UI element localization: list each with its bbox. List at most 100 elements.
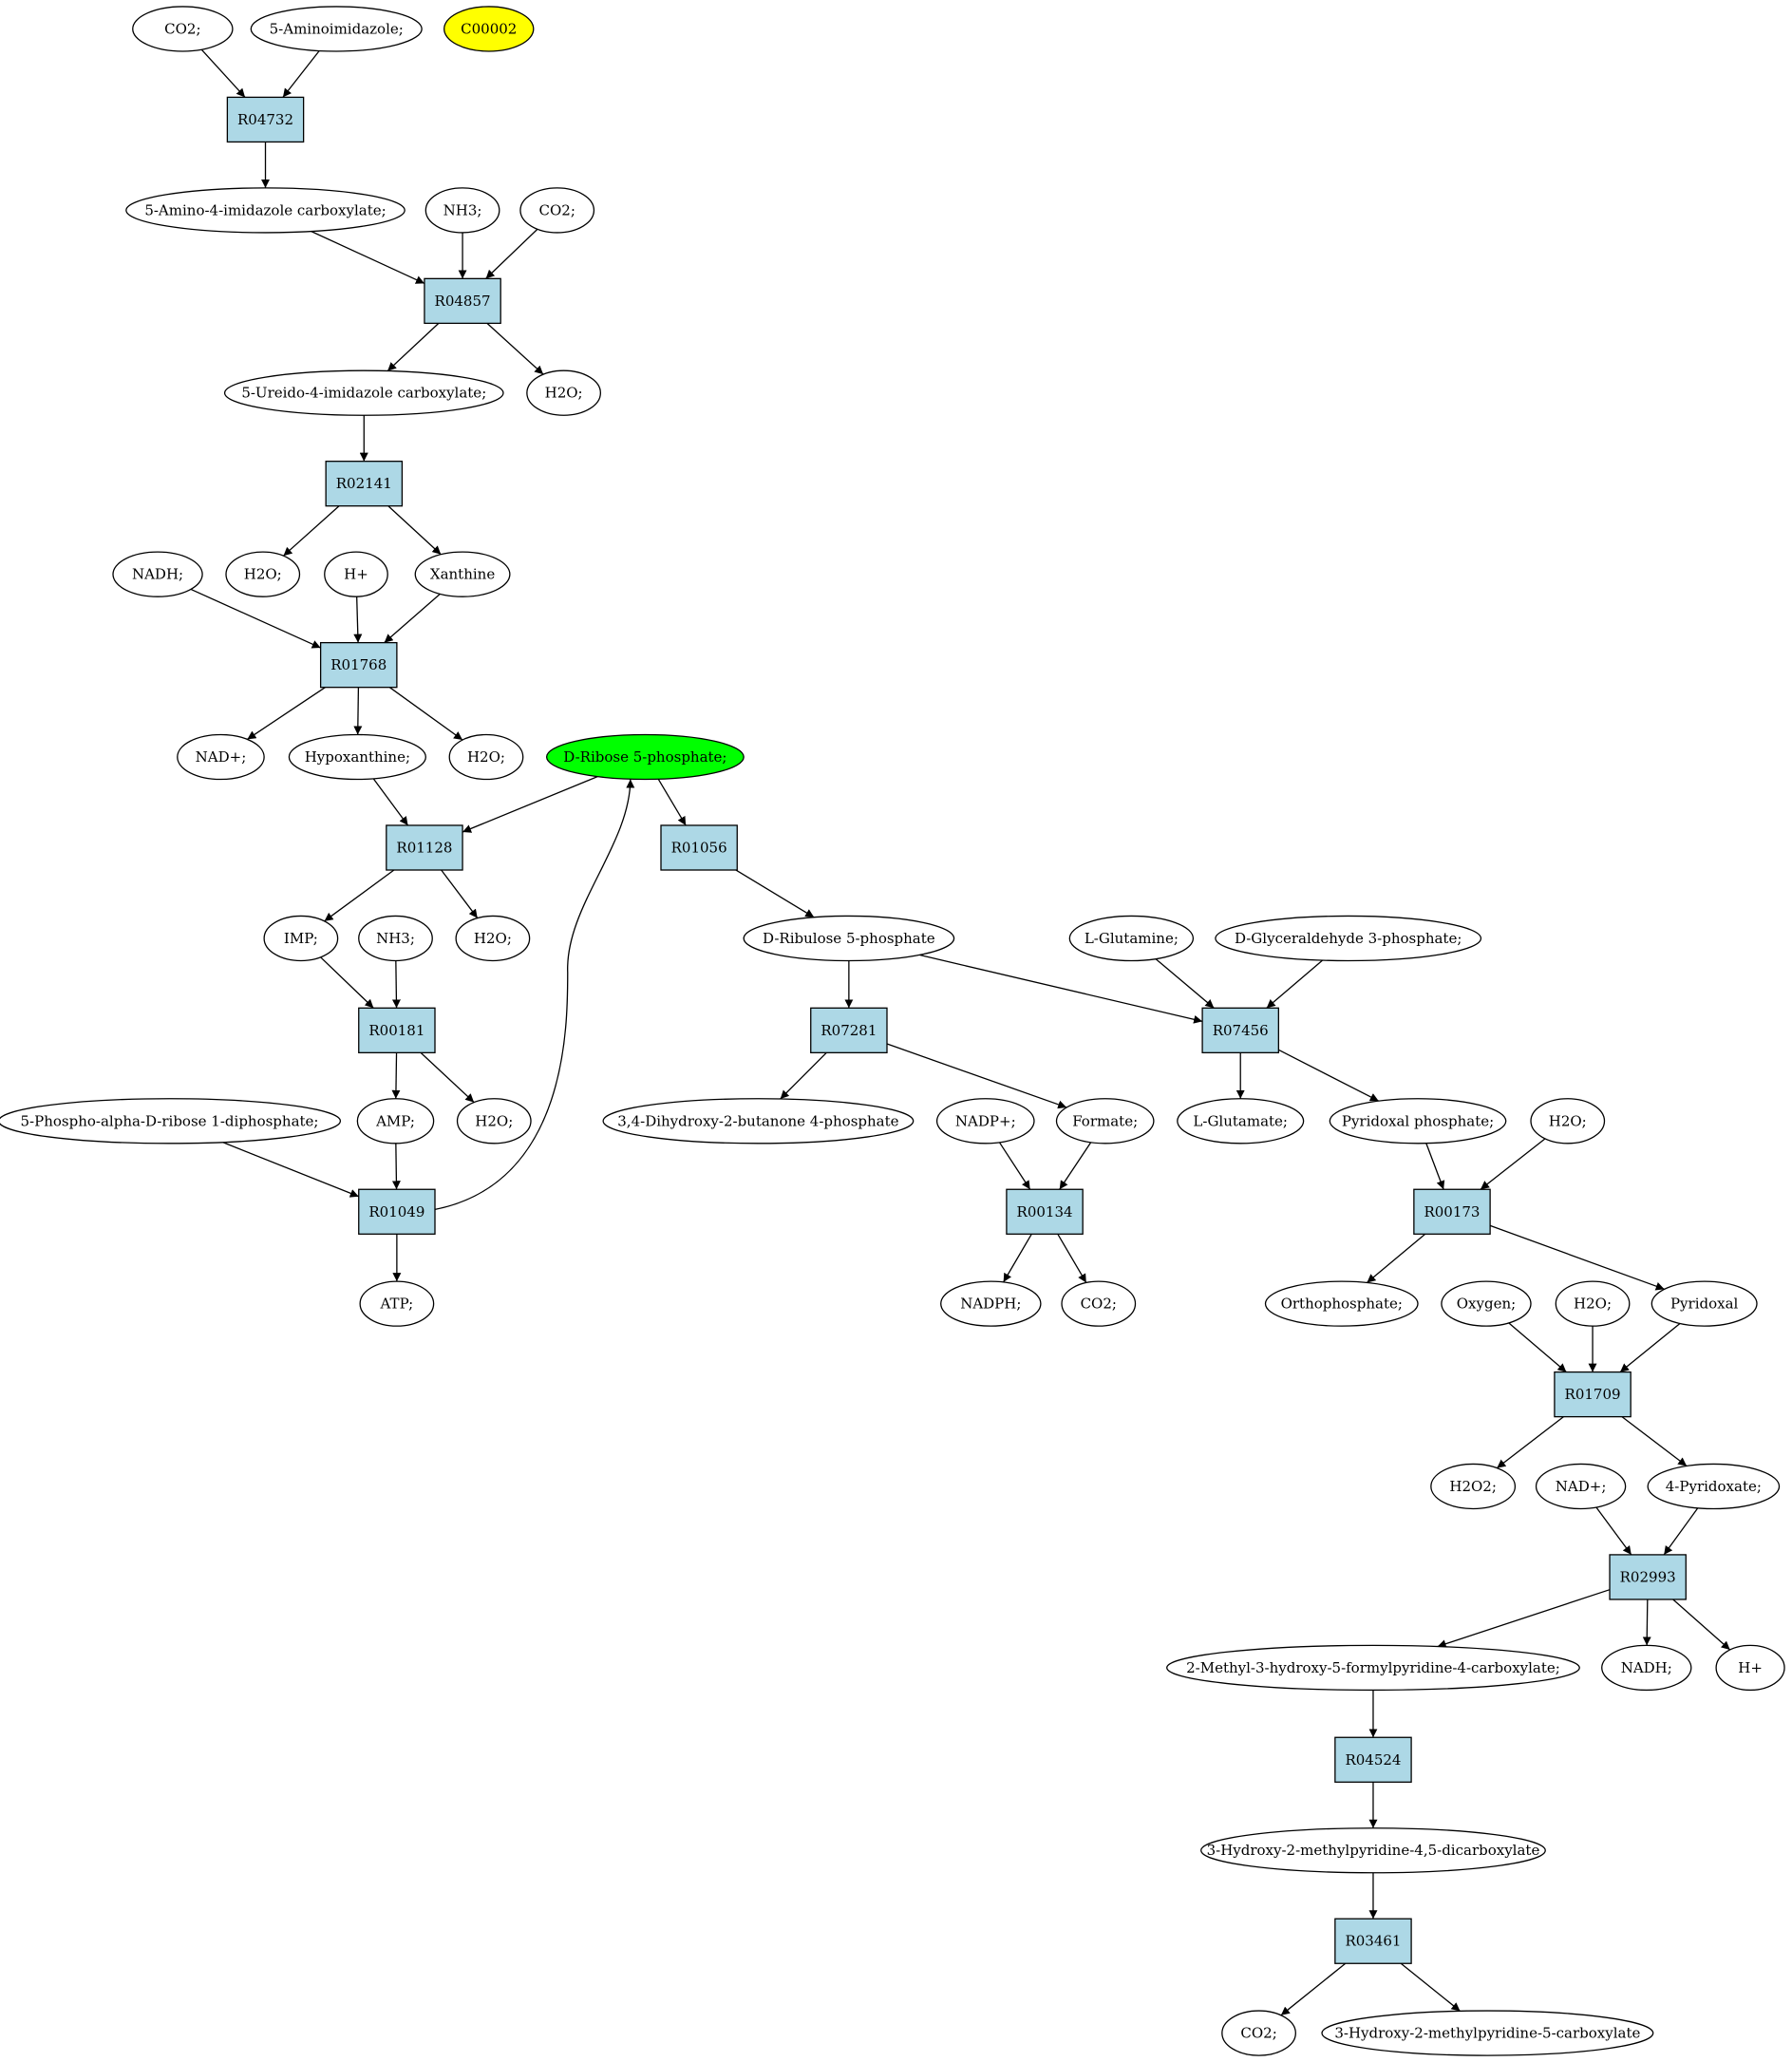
compound-node-nh3_2[interactable]: NH3; [358, 915, 433, 962]
compound-ellipse [288, 733, 426, 781]
node-label: Xanthine [430, 566, 495, 583]
compound-ellipse [125, 187, 406, 234]
reaction-box [358, 1188, 436, 1235]
reaction-node-R02993[interactable]: R02993 [1609, 1554, 1687, 1600]
compound-node-dhbp[interactable]: 3,4-Dihydroxy-2-butanone 4-phosphate [602, 1098, 915, 1145]
reaction-node-R03461[interactable]: R03461 [1334, 1918, 1412, 1964]
reaction-node-R01768[interactable]: R01768 [319, 641, 398, 689]
compound-node-hypox[interactable]: Hypoxanthine; [288, 733, 426, 781]
compound-node-imp[interactable]: IMP; [263, 915, 339, 962]
compound-node-c00002[interactable]: C00002 [443, 6, 535, 52]
compound-node-aminoimidazole[interactable]: 5-Aminoimidazole; [250, 6, 423, 52]
compound-node-co2_3[interactable]: CO2; [1061, 1280, 1137, 1327]
compound-node-ru5p[interactable]: D-Ribulose 5-phosphate [743, 915, 955, 962]
edge-R01768-to-nadplus_1 [247, 687, 326, 740]
reaction-node-R01128[interactable]: R01128 [386, 824, 463, 871]
compound-node-amp[interactable]: AMP; [356, 1098, 435, 1145]
compound-node-co2_2[interactable]: CO2; [519, 187, 595, 234]
compound-node-nadplus_1[interactable]: NAD+; [177, 733, 265, 781]
reaction-node-R00181[interactable]: R00181 [358, 1007, 436, 1053]
node-label: CO2; [539, 201, 575, 218]
compound-node-co2_1[interactable]: CO2; [132, 6, 234, 52]
compound-ellipse [324, 551, 388, 597]
node-label: R03461 [1345, 1933, 1401, 1950]
compound-node-oxygen[interactable]: Oxygen; [1441, 1280, 1532, 1327]
edge-aica-to-R04857 [311, 231, 425, 284]
compound-node-nadph[interactable]: NADPH; [940, 1280, 1042, 1327]
compound-node-hplus_2[interactable]: H+ [1715, 1644, 1785, 1692]
reaction-node-R04857[interactable]: R04857 [424, 277, 501, 325]
node-label: H2O; [1549, 1112, 1587, 1129]
node-label: R02993 [1620, 1568, 1676, 1585]
reaction-node-R02141[interactable]: R02141 [325, 461, 404, 507]
compound-node-ureido[interactable]: 5-Ureido-4-imidazole carboxylate; [223, 369, 504, 416]
edge-pyridoxate-to-R02993 [1663, 1507, 1699, 1556]
edge-R01128-to-h2o_4 [441, 869, 479, 918]
edge-R00173-to-orthop [1366, 1233, 1426, 1283]
compound-node-aica[interactable]: 5-Amino-4-imidazole carboxylate; [125, 187, 406, 234]
compound-ellipse [602, 1098, 915, 1145]
compound-node-lglu[interactable]: L-Glutamate; [1177, 1098, 1305, 1145]
compound-node-nadpplus[interactable]: NADP+; [935, 1098, 1035, 1145]
compound-node-h2o_1[interactable]: H2O; [526, 369, 602, 416]
node-label: 3,4-Dihydroxy-2-butanone 4-phosphate [617, 1112, 898, 1129]
compound-node-hplus_1[interactable]: H+ [324, 551, 388, 597]
compound-node-hmpdc[interactable]: 3-Hydroxy-2-methylpyridine-4,5-dicarboxy… [1200, 1827, 1546, 1874]
compound-node-formate[interactable]: Formate; [1055, 1098, 1155, 1145]
reaction-node-R01056[interactable]: R01056 [660, 824, 738, 871]
reaction-box [319, 641, 398, 689]
compound-node-h2o_4[interactable]: H2O; [455, 915, 531, 962]
compound-node-nadh_1[interactable]: NADH; [112, 551, 203, 597]
compound-ellipse [1068, 915, 1195, 962]
reaction-node-R00173[interactable]: R00173 [1413, 1188, 1491, 1235]
compound-node-hmpc[interactable]: 3-Hydroxy-2-methylpyridine-5-carboxylate [1321, 2010, 1654, 2056]
compound-node-h2o_2[interactable]: H2O; [225, 551, 301, 597]
reaction-box [424, 277, 501, 325]
reaction-node-R07281[interactable]: R07281 [810, 1007, 888, 1053]
compound-node-h2o_3[interactable]: H2O; [448, 733, 524, 781]
compound-ellipse [1329, 1098, 1507, 1145]
reaction-box [325, 461, 404, 507]
reaction-node-R04524[interactable]: R04524 [1334, 1736, 1412, 1783]
compound-node-h2o_6[interactable]: H2O; [1530, 1098, 1606, 1145]
compound-node-pyridoxal[interactable]: Pyridoxal [1651, 1280, 1758, 1327]
node-label: H2O2; [1449, 1478, 1497, 1495]
node-label: H2O; [1574, 1296, 1612, 1313]
compound-node-r5p[interactable]: D-Ribose 5-phosphate; [545, 733, 745, 781]
compound-node-orthop[interactable]: Orthophosphate; [1264, 1280, 1419, 1327]
compound-node-prpp[interactable]: 5-Phospho-alpha-D-ribose 1-diphosphate; [0, 1098, 341, 1145]
node-label: AMP; [375, 1112, 415, 1129]
edges-layer [190, 48, 1731, 2016]
compound-node-atp[interactable]: ATP; [359, 1280, 435, 1327]
node-label: H2O; [475, 1112, 513, 1129]
compound-node-plp[interactable]: Pyridoxal phosphate; [1329, 1098, 1507, 1145]
reaction-node-R01709[interactable]: R01709 [1554, 1371, 1632, 1418]
compound-node-h2o_7[interactable]: H2O; [1555, 1280, 1631, 1327]
compound-node-h2o2[interactable]: H2O2; [1430, 1463, 1517, 1510]
compound-node-h2o_5[interactable]: H2O; [456, 1098, 532, 1145]
compound-node-mhfpc[interactable]: 2-Methyl-3-hydroxy-5-formylpyridine-4-ca… [1166, 1644, 1580, 1692]
reaction-node-R04732[interactable]: R04732 [226, 96, 305, 143]
edge-nadpplus-to-R00134 [998, 1142, 1031, 1190]
node-label: L-Glutamine; [1085, 930, 1179, 947]
compound-ellipse [455, 915, 531, 962]
compound-ellipse [1166, 1644, 1580, 1692]
reaction-node-R00134[interactable]: R00134 [1006, 1188, 1084, 1235]
reaction-node-R01049[interactable]: R01049 [358, 1188, 436, 1235]
compound-node-lgln[interactable]: L-Glutamine; [1068, 915, 1195, 962]
compound-node-nadh_2[interactable]: NADH; [1601, 1644, 1692, 1692]
reaction-box [1334, 1736, 1412, 1783]
reaction-box [1554, 1371, 1632, 1418]
edge-R01709-to-pyridoxate [1621, 1416, 1688, 1467]
compound-node-nh3_1[interactable]: NH3; [424, 187, 500, 234]
compound-ellipse [223, 369, 504, 416]
compound-node-pyridoxate[interactable]: 4-Pyridoxate; [1647, 1463, 1781, 1510]
compound-node-g3p[interactable]: D-Glyceraldehyde 3-phosphate; [1215, 915, 1482, 962]
reaction-node-R07456[interactable]: R07456 [1201, 1007, 1279, 1053]
node-label: R07281 [821, 1022, 877, 1039]
compound-node-nadplus_2[interactable]: NAD+; [1535, 1463, 1627, 1510]
edge-formate-to-R00134 [1059, 1142, 1092, 1190]
compound-node-xanthine[interactable]: Xanthine [414, 551, 511, 597]
reaction-box [660, 824, 738, 871]
compound-node-co2_4[interactable]: CO2; [1221, 2010, 1296, 2056]
